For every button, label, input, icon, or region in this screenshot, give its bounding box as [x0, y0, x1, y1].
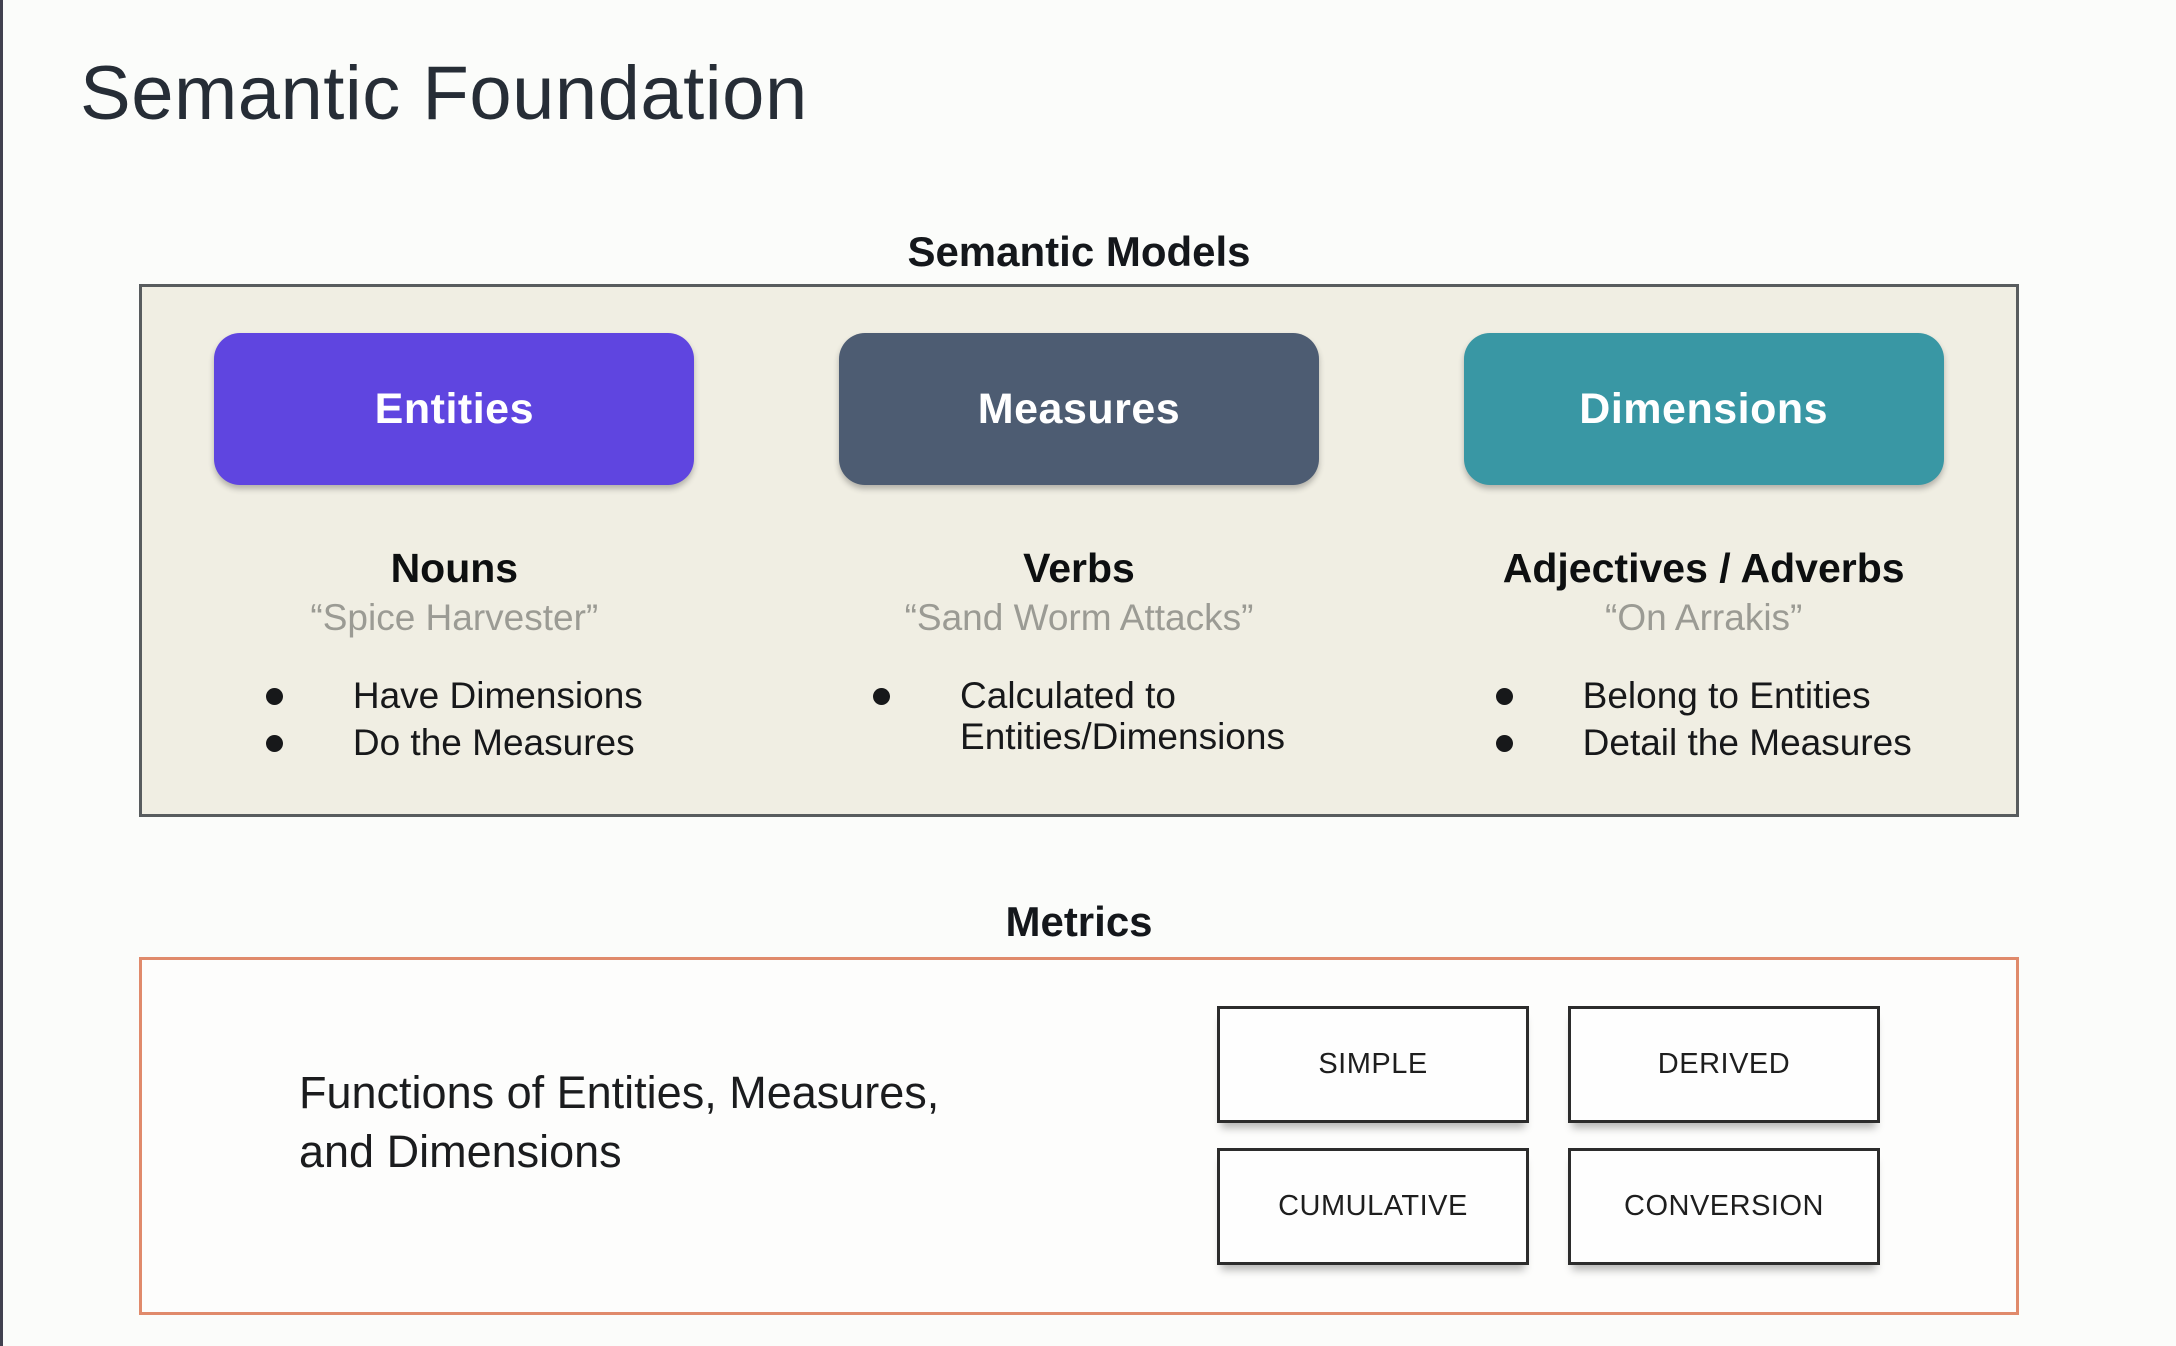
bullet-text: Belong to Entities [1582, 675, 1871, 716]
window-left-border [0, 0, 3, 1346]
bullet-dot-icon [265, 688, 283, 705]
dimensions-pill-label: Dimensions [1579, 384, 1829, 433]
bullet-item: Have Dimensions [265, 675, 643, 716]
semantic-models-panel: Entities Nouns “Spice Harvester” Have Di… [139, 284, 2019, 817]
metric-card-derived: DERIVED [1568, 1006, 1880, 1123]
entities-pill-label: Entities [374, 384, 534, 433]
bullet-dot-icon [873, 688, 891, 705]
metric-card-label: DERIVED [1657, 1048, 1791, 1080]
bullet-dot-icon [265, 735, 283, 753]
slide-title: Semantic Foundation [80, 51, 808, 136]
column-entities: Entities Nouns “Spice Harvester” Have Di… [142, 333, 767, 814]
measures-example-quote: “Sand Worm Attacks” [904, 597, 1254, 638]
entities-example-quote: “Spice Harvester” [310, 597, 599, 638]
measures-bullet-list: Calculated to Entities/Dimensions [873, 675, 1285, 764]
bullet-text: Do the Measures [352, 722, 635, 764]
bullet-dot-icon [1495, 688, 1513, 705]
metric-card-label: SIMPLE [1318, 1048, 1428, 1080]
metrics-description: Functions of Entities, Measures, and Dim… [299, 1067, 940, 1177]
measures-pill: Measures [839, 333, 1319, 485]
column-measures: Measures Verbs “Sand Worm Attacks” Calcu… [767, 333, 1392, 814]
bullet-dot-icon [1495, 735, 1513, 753]
metric-card-simple: SIMPLE [1217, 1006, 1529, 1123]
dimensions-pill: Dimensions [1463, 333, 1944, 485]
metrics-type-grid: SIMPLE DERIVED CUMULATIVE CONVERSION [1217, 1006, 1880, 1265]
bullet-text: Have Dimensions [352, 675, 643, 716]
bullet-item: Do the Measures [265, 722, 643, 764]
semantic-models-heading: Semantic Models [907, 228, 1251, 275]
metrics-panel: Functions of Entities, Measures, and Dim… [139, 957, 2019, 1315]
measures-pill-label: Measures [977, 384, 1181, 433]
entities-bullet-list: Have Dimensions Do the Measures [265, 675, 643, 770]
metrics-heading: Metrics [1005, 898, 1153, 945]
metric-card-cumulative: CUMULATIVE [1217, 1148, 1529, 1265]
column-dimensions: Dimensions Adjectives / Adverbs “On Arra… [1391, 333, 2016, 814]
bullet-text: Calculated to Entities/Dimensions [960, 675, 1285, 758]
bullet-item: Detail the Measures [1495, 722, 1912, 764]
entities-word-class: Nouns [390, 545, 519, 591]
dimensions-word-class: Adjectives / Adverbs [1502, 545, 1905, 591]
measures-word-class: Verbs [1023, 545, 1135, 591]
bullet-item: Belong to Entities [1495, 675, 1912, 716]
bullet-item: Calculated to Entities/Dimensions [873, 675, 1285, 758]
bullet-text: Detail the Measures [1582, 722, 1912, 764]
dimensions-example-quote: “On Arrakis” [1605, 597, 1803, 638]
entities-pill: Entities [214, 333, 695, 485]
metric-card-conversion: CONVERSION [1568, 1148, 1880, 1265]
metric-card-label: CUMULATIVE [1278, 1190, 1468, 1222]
metric-card-label: CONVERSION [1624, 1190, 1824, 1222]
dimensions-bullet-list: Belong to Entities Detail the Measures [1495, 675, 1912, 770]
